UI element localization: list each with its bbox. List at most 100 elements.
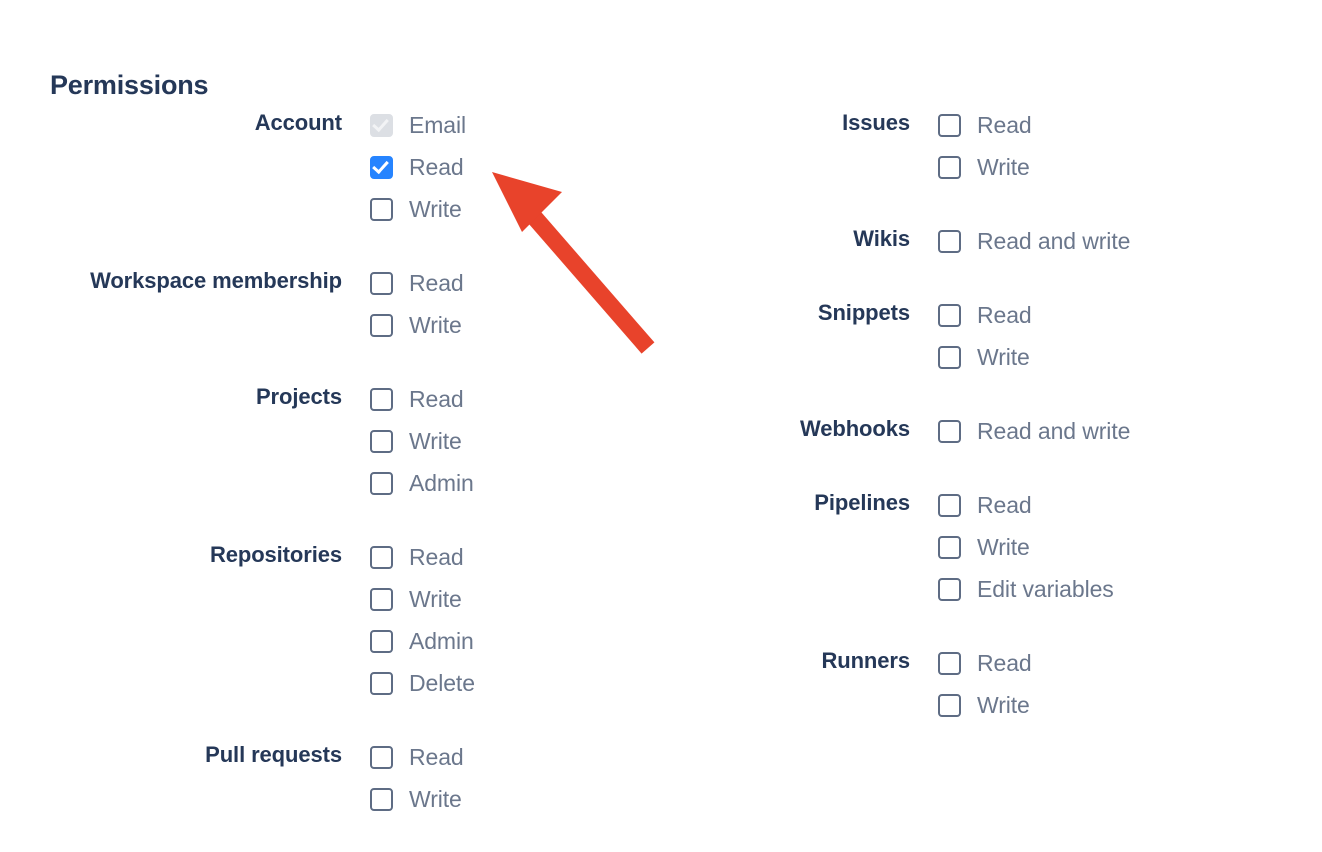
checkbox-read[interactable] [938,493,961,517]
permission-group-label: Snippets [817,300,910,325]
permission-option-row[interactable]: Read [370,262,620,304]
permission-option-label: Read [409,154,464,180]
permission-option-label: Read [409,270,464,296]
permission-option-row[interactable]: Read [938,104,1260,146]
permission-option-row[interactable]: Read [938,294,1260,336]
permission-option-row[interactable]: Read [370,536,620,578]
permission-option-row[interactable]: Write [370,188,620,230]
checkbox-read[interactable] [938,303,961,327]
permission-group-label: Workspace membership [90,268,342,293]
permission-option-label: Write [409,786,462,812]
permission-group-label: Runners [821,648,910,673]
permission-option-label: Write [409,312,462,338]
permission-option-row[interactable]: Write [370,778,620,820]
permission-option-label: Read [977,492,1032,518]
permission-group: Wikis Read and write [620,220,1260,262]
checkbox-edit-variables[interactable] [938,577,961,601]
permission-group: Webhooks Read and write [620,410,1260,452]
checkbox-read[interactable] [938,113,961,137]
permission-option-label: Read [409,386,464,412]
permission-option-row[interactable]: Read and write [938,220,1260,262]
checkbox-delete[interactable] [370,671,393,695]
permission-option-row[interactable]: Read [938,642,1260,684]
permission-option-label: Read [409,544,464,570]
permission-option-list: Read and write [910,220,1260,262]
permission-option-label: Write [409,586,462,612]
checkbox-write[interactable] [938,535,961,559]
permission-option-row[interactable]: Write [938,146,1260,188]
checkbox-read[interactable] [370,545,393,569]
permission-option-row[interactable]: Write [370,304,620,346]
permission-group-label: Wikis [853,226,910,251]
checkbox-admin[interactable] [370,629,393,653]
permission-group-label: Issues [842,110,910,135]
permission-option-row[interactable]: Write [370,420,620,462]
checkmark-icon [372,156,389,174]
permission-option-row[interactable]: Write [370,578,620,620]
permission-option-label: Read [977,302,1032,328]
checkbox-read[interactable] [370,745,393,769]
permission-option-row[interactable]: Read [370,736,620,778]
permission-option-label: Delete [409,670,475,696]
permission-option-row[interactable]: Read [370,146,620,188]
permission-option-label: Read [409,744,464,770]
permission-option-row[interactable]: Read [370,378,620,420]
checkbox-read[interactable] [370,155,393,179]
checkbox-write[interactable] [938,693,961,717]
checkbox-read[interactable] [370,387,393,411]
permission-option-row[interactable]: Edit variables [938,568,1260,610]
checkbox-read-and-write[interactable] [938,419,961,443]
checkbox-write[interactable] [370,429,393,453]
permission-group-label: Pull requests [205,742,342,767]
permission-option-label: Read [977,112,1032,138]
permission-option-label: Read [977,650,1032,676]
permission-option-label: Admin [409,628,474,654]
permission-option-row[interactable]: Admin [370,620,620,662]
permission-option-label: Write [977,692,1030,718]
permission-option-row[interactable]: Read [938,484,1260,526]
permission-option-label: Read and write [977,418,1131,444]
checkbox-write[interactable] [370,587,393,611]
permission-option-label: Edit variables [977,576,1114,602]
permission-group-label: Account [254,110,342,135]
permission-option-row[interactable]: Write [938,526,1260,568]
checkbox-write[interactable] [938,345,961,369]
permission-group-label: Pipelines [814,490,910,515]
permission-option-row[interactable]: Delete [370,662,620,704]
permission-group-label: Projects [255,384,342,409]
checkbox-admin[interactable] [370,471,393,495]
permission-option-row[interactable]: Write [938,336,1260,378]
checkbox-read[interactable] [938,651,961,675]
permission-option-row[interactable]: Read and write [938,410,1260,452]
page-title: Permissions [50,70,209,101]
checkbox-read[interactable] [370,271,393,295]
permission-group-label: Webhooks [799,416,910,441]
checkbox-write[interactable] [938,155,961,179]
permission-option-row[interactable]: Admin [370,462,620,504]
checkbox-email [370,113,393,137]
permission-option-row[interactable]: Write [938,684,1260,726]
permission-option-label: Write [409,428,462,454]
permission-group-label: Repositories [209,542,342,567]
checkbox-write[interactable] [370,197,393,221]
checkbox-write[interactable] [370,787,393,811]
permission-option-row[interactable]: Email [370,104,620,146]
checkbox-write[interactable] [370,313,393,337]
checkbox-read-and-write[interactable] [938,229,961,253]
